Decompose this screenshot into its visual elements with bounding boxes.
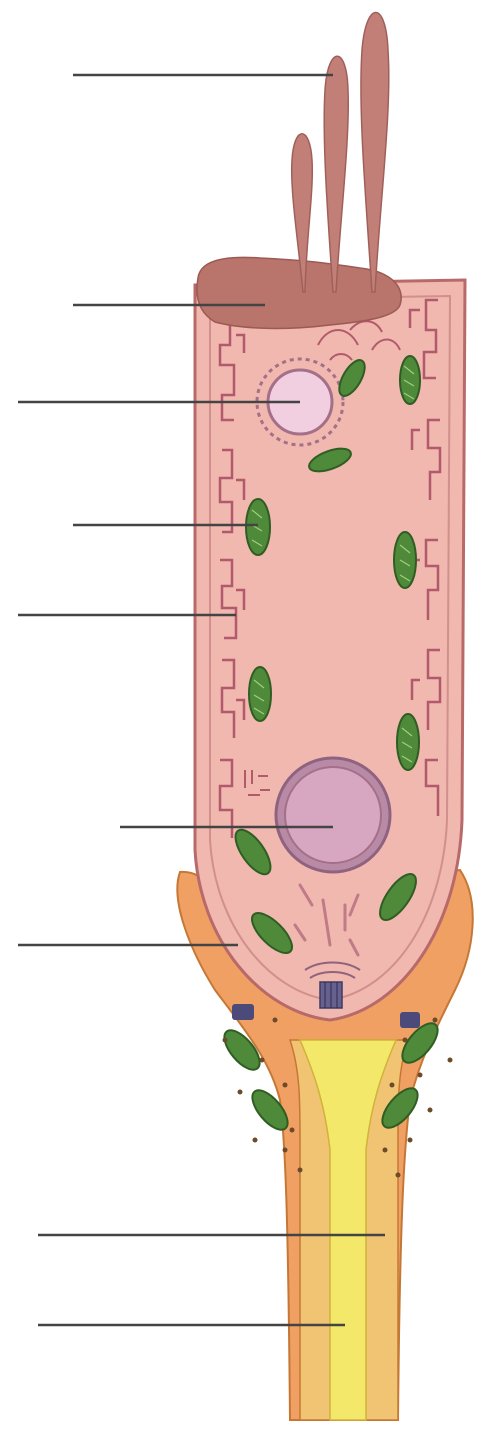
cilia [292,13,389,293]
cilium-medium [324,56,348,292]
blue-patch-left [232,1004,254,1020]
mitochondrion [246,499,270,555]
mitochondrion [394,532,416,588]
mitochondrion [397,714,419,770]
mitochondrion [249,667,271,721]
nucleus [285,767,381,863]
cilium-long [361,13,389,293]
blue-patch-right [400,1012,420,1028]
